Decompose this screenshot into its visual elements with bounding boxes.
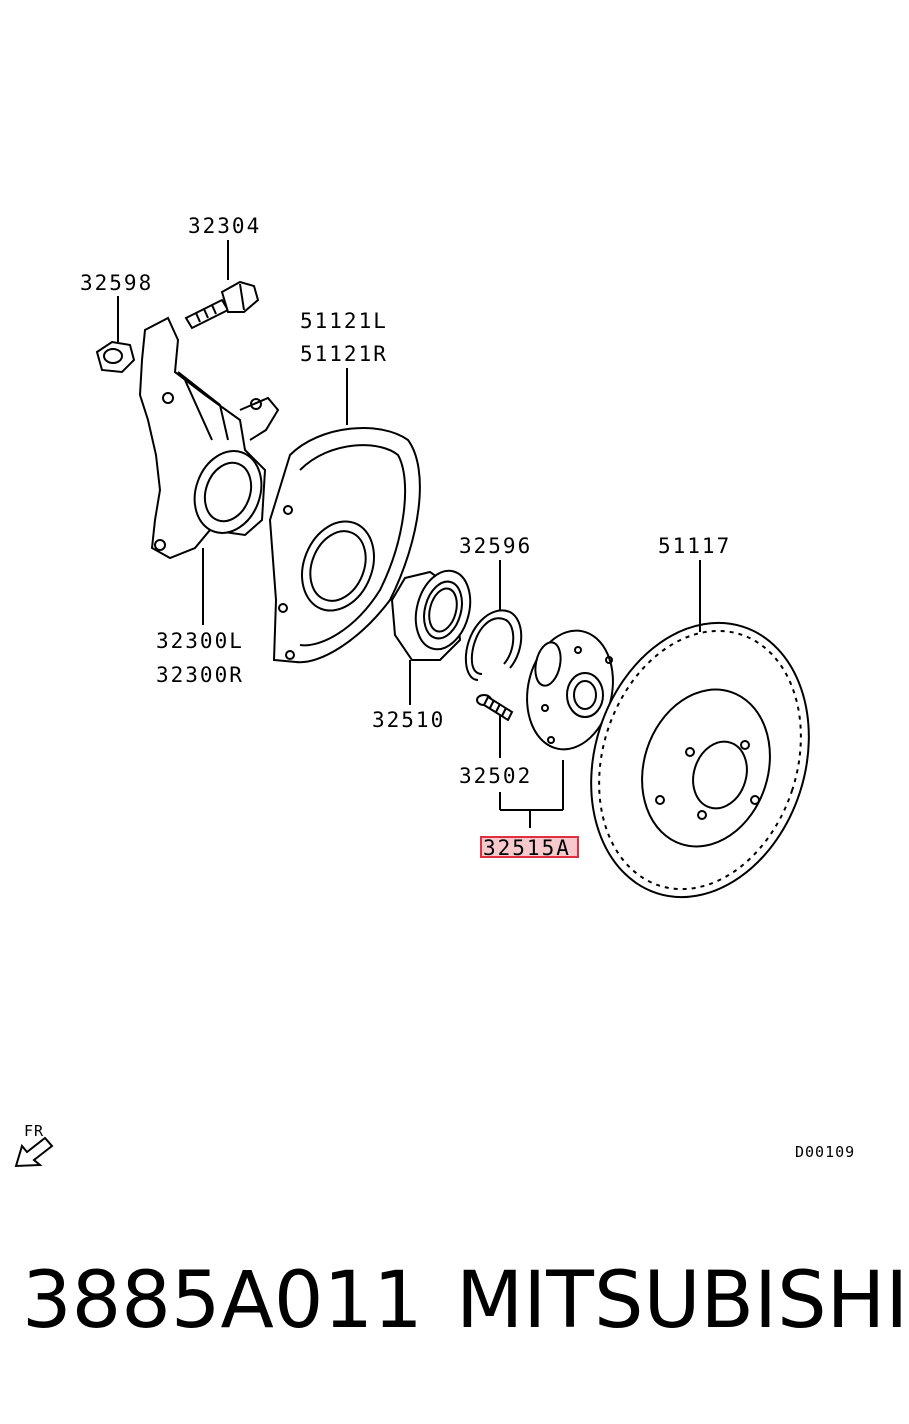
wheel-bearing [390, 569, 472, 661]
front-arrow-icon [14, 1136, 54, 1168]
label-32598: 32598 [80, 271, 153, 295]
label-32300L: 32300L [156, 629, 244, 653]
brake-disc [590, 621, 810, 899]
hub-bolt [476, 694, 514, 722]
bolt [184, 280, 260, 330]
label-32502: 32502 [459, 764, 532, 788]
brand-name: MITSUBISHI [456, 1256, 909, 1346]
nut [95, 340, 136, 374]
wheel-hub [526, 629, 614, 751]
label-32515A[interactable]: 32515A [483, 836, 571, 860]
label-32304: 32304 [188, 214, 261, 238]
fr-label: FR [24, 1122, 44, 1140]
label-32300R: 32300R [156, 663, 244, 687]
snap-ring [464, 609, 523, 681]
label-32596: 32596 [459, 534, 532, 558]
highlight-box [480, 836, 579, 858]
diagram-code: D00109 [795, 1143, 855, 1161]
steering-knuckle [138, 316, 280, 560]
label-51121L: 51121L [300, 309, 388, 333]
leader-lines [117, 240, 701, 828]
label-51117: 51117 [658, 534, 731, 558]
label-32510: 32510 [372, 708, 445, 732]
label-51121R: 51121R [300, 342, 388, 366]
part-number: 3885A011 [22, 1256, 423, 1346]
dust-shield [268, 427, 421, 664]
